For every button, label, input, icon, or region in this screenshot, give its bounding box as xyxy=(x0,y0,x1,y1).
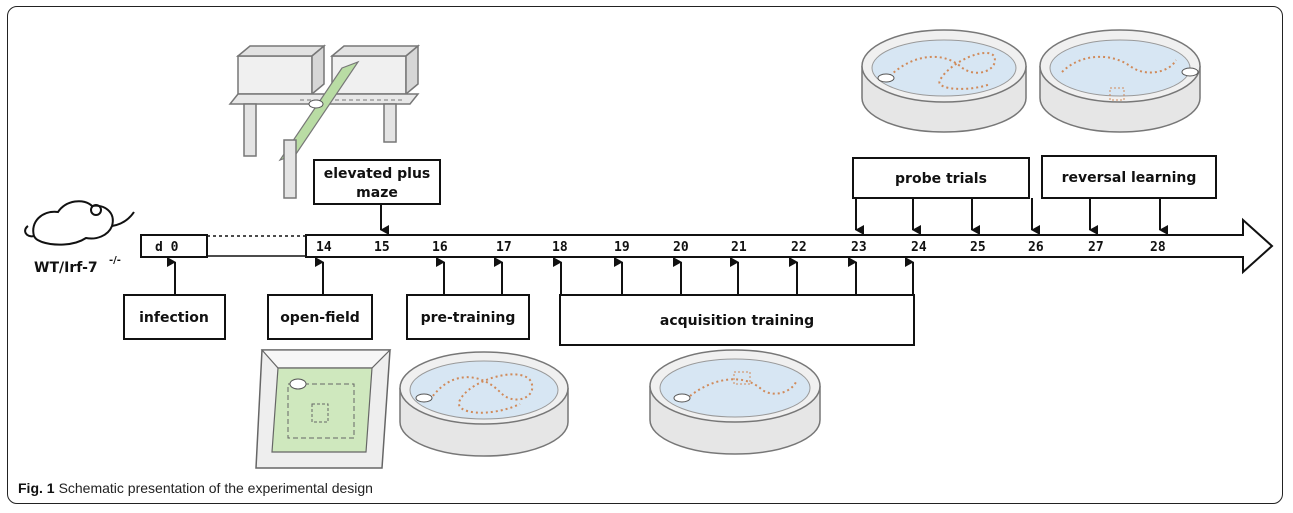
subject-label: WT/Irf-7 xyxy=(34,260,98,276)
day-label-24: 24 xyxy=(911,240,927,255)
mouse-icon xyxy=(24,200,135,246)
day-label-23: 23 xyxy=(851,240,867,255)
water-maze-pool-pretraining xyxy=(399,351,569,457)
elevated-plus-maze-illustration xyxy=(228,44,421,199)
figure-frame xyxy=(7,6,1283,504)
reversal-learning-label: reversal learning xyxy=(1062,170,1197,186)
phase-reversal-learning: reversal learning xyxy=(1041,155,1217,199)
elevated-plus-maze-label-line2: maze xyxy=(356,185,398,201)
water-maze-pool-probe xyxy=(861,29,1027,133)
day-label-26: 26 xyxy=(1028,240,1044,255)
probe-trials-label: probe trials xyxy=(895,171,987,187)
phase-pre-training: pre-training xyxy=(406,294,530,340)
day-label-21: 21 xyxy=(731,240,747,255)
day-label-22: 22 xyxy=(791,240,807,255)
pre-training-label: pre-training xyxy=(421,310,516,326)
day-label-18: 18 xyxy=(552,240,568,255)
phase-probe-trials: probe trials xyxy=(852,157,1030,199)
day-label-16: 16 xyxy=(432,240,448,255)
subject-superscript: -/- xyxy=(109,255,121,266)
day-label-19: 19 xyxy=(614,240,630,255)
open-field-illustration xyxy=(255,349,392,469)
water-maze-pool-reversal xyxy=(1039,29,1201,133)
caption-label: Fig. 1 xyxy=(18,480,55,496)
phase-infection: infection xyxy=(123,294,226,340)
timeline-start-label: d 0 xyxy=(155,240,179,255)
elevated-plus-maze-label-line1: elevated plus xyxy=(324,166,431,182)
day-label-25: 25 xyxy=(970,240,986,255)
phase-acquisition-training: acquisition training xyxy=(559,294,915,346)
open-field-label: open-field xyxy=(280,310,360,326)
timeline: d 0 14 15 16 17 18 19 20 21 22 23 24 25 26 27 28 xyxy=(140,217,1274,275)
day-label-20: 20 xyxy=(673,240,689,255)
day-label-17: 17 xyxy=(496,240,512,255)
day-label-15: 15 xyxy=(374,240,390,255)
timeline-arrow xyxy=(305,217,1274,275)
day-label-14: 14 xyxy=(316,240,332,255)
day-label-28: 28 xyxy=(1150,240,1166,255)
water-maze-pool-acquisition xyxy=(649,349,821,455)
acquisition-training-label: acquisition training xyxy=(660,313,814,329)
caption-text: Schematic presentation of the experiment… xyxy=(58,480,373,496)
day-label-27: 27 xyxy=(1088,240,1104,255)
phase-open-field: open-field xyxy=(267,294,373,340)
infection-label: infection xyxy=(139,310,209,326)
phase-elevated-plus-maze: elevated plus maze xyxy=(313,159,441,205)
